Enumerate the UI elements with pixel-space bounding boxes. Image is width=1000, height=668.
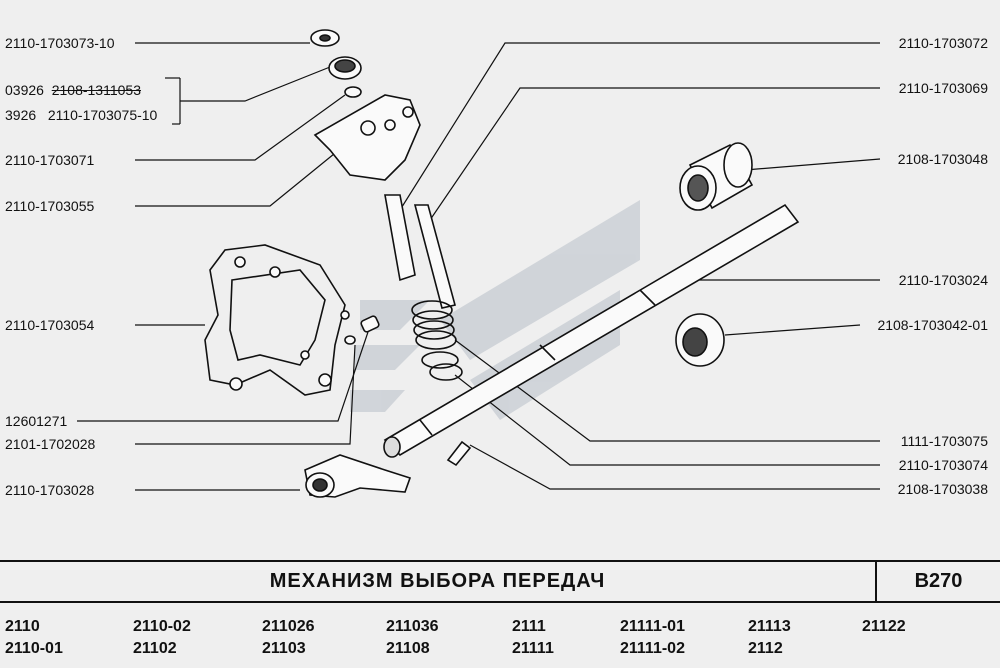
label-03926-group: 03926 2108-1311053 <box>5 82 141 98</box>
label-2110-1703075-10: 2110-1703075-10 <box>47 107 158 123</box>
label-2110-1703054: 2110-1703054 <box>5 317 95 333</box>
model-21122: 21122 <box>862 618 906 635</box>
label-2110-1703028: 2110-1703028 <box>5 482 95 498</box>
label-2108-1703038: 2108-1703038 <box>897 481 988 497</box>
parts-diagram <box>77 29 881 498</box>
label-2110-1703074: 2110-1703074 <box>898 457 988 473</box>
leader-lines <box>77 42 881 491</box>
model-2111: 2111 <box>512 618 546 635</box>
label-2110-1703072: 2110-1703072 <box>898 35 988 51</box>
model-21111: 21111 <box>512 640 554 657</box>
label-2110-1703024: 2110-1703024 <box>898 272 988 288</box>
model-21103: 21103 <box>262 640 306 657</box>
bushing-part <box>679 142 754 211</box>
ring-part <box>344 86 362 98</box>
model-211026: 211026 <box>262 618 315 635</box>
label-2110-1703073-10: 2110-1703073-10 <box>5 35 115 51</box>
label-2110-1703055: 2110-1703055 <box>5 198 95 214</box>
model-21102: 21102 <box>133 640 177 657</box>
label-2108-1703042-01: 2108-1703042-01 <box>877 317 988 333</box>
model-2112: 2112 <box>748 640 783 657</box>
model-21111-01: 21111-01 <box>620 618 685 635</box>
title-bar: МЕХАНИЗМ ВЫБОРА ПЕРЕДАЧ В270 <box>0 560 1000 603</box>
model-21111-02: 21111-02 <box>620 640 685 657</box>
page-code: В270 <box>914 570 963 592</box>
label-code-03926: 03926 <box>5 82 44 98</box>
label-2101-1702028: 2101-1702028 <box>5 436 96 452</box>
bolt-part <box>344 315 380 345</box>
label-12601271: 12601271 <box>5 413 68 429</box>
model-21108: 21108 <box>386 640 430 657</box>
frame-part <box>204 244 346 396</box>
title-divider <box>875 562 877 603</box>
model-21113: 21113 <box>748 618 791 635</box>
model-2110: 2110 <box>5 618 40 635</box>
parts <box>204 29 800 498</box>
label-2108-1311053: 2108-1311053 <box>51 82 141 98</box>
label-1111-1703075: 1111-1703075 <box>900 433 988 449</box>
model-2110-02: 2110-02 <box>133 618 191 635</box>
bearing-part <box>675 313 725 367</box>
label-code-3926: 3926 <box>5 107 37 123</box>
screw-part <box>446 440 472 467</box>
spring-parts <box>411 300 463 381</box>
label-3926-group: 3926 2110-1703075-10 <box>5 107 157 123</box>
label-2110-1703071: 2110-1703071 <box>5 152 95 168</box>
page-title: МЕХАНИЗМ ВЫБОРА ПЕРЕДАЧ <box>269 570 606 592</box>
label-2108-1703048: 2108-1703048 <box>897 151 988 167</box>
model-2110-01: 2110-01 <box>5 640 63 657</box>
model-211036: 211036 <box>386 618 439 635</box>
pin-parts <box>384 194 456 309</box>
lever-bracket-part <box>313 94 421 181</box>
label-2110-1703069: 2110-1703069 <box>898 80 988 96</box>
